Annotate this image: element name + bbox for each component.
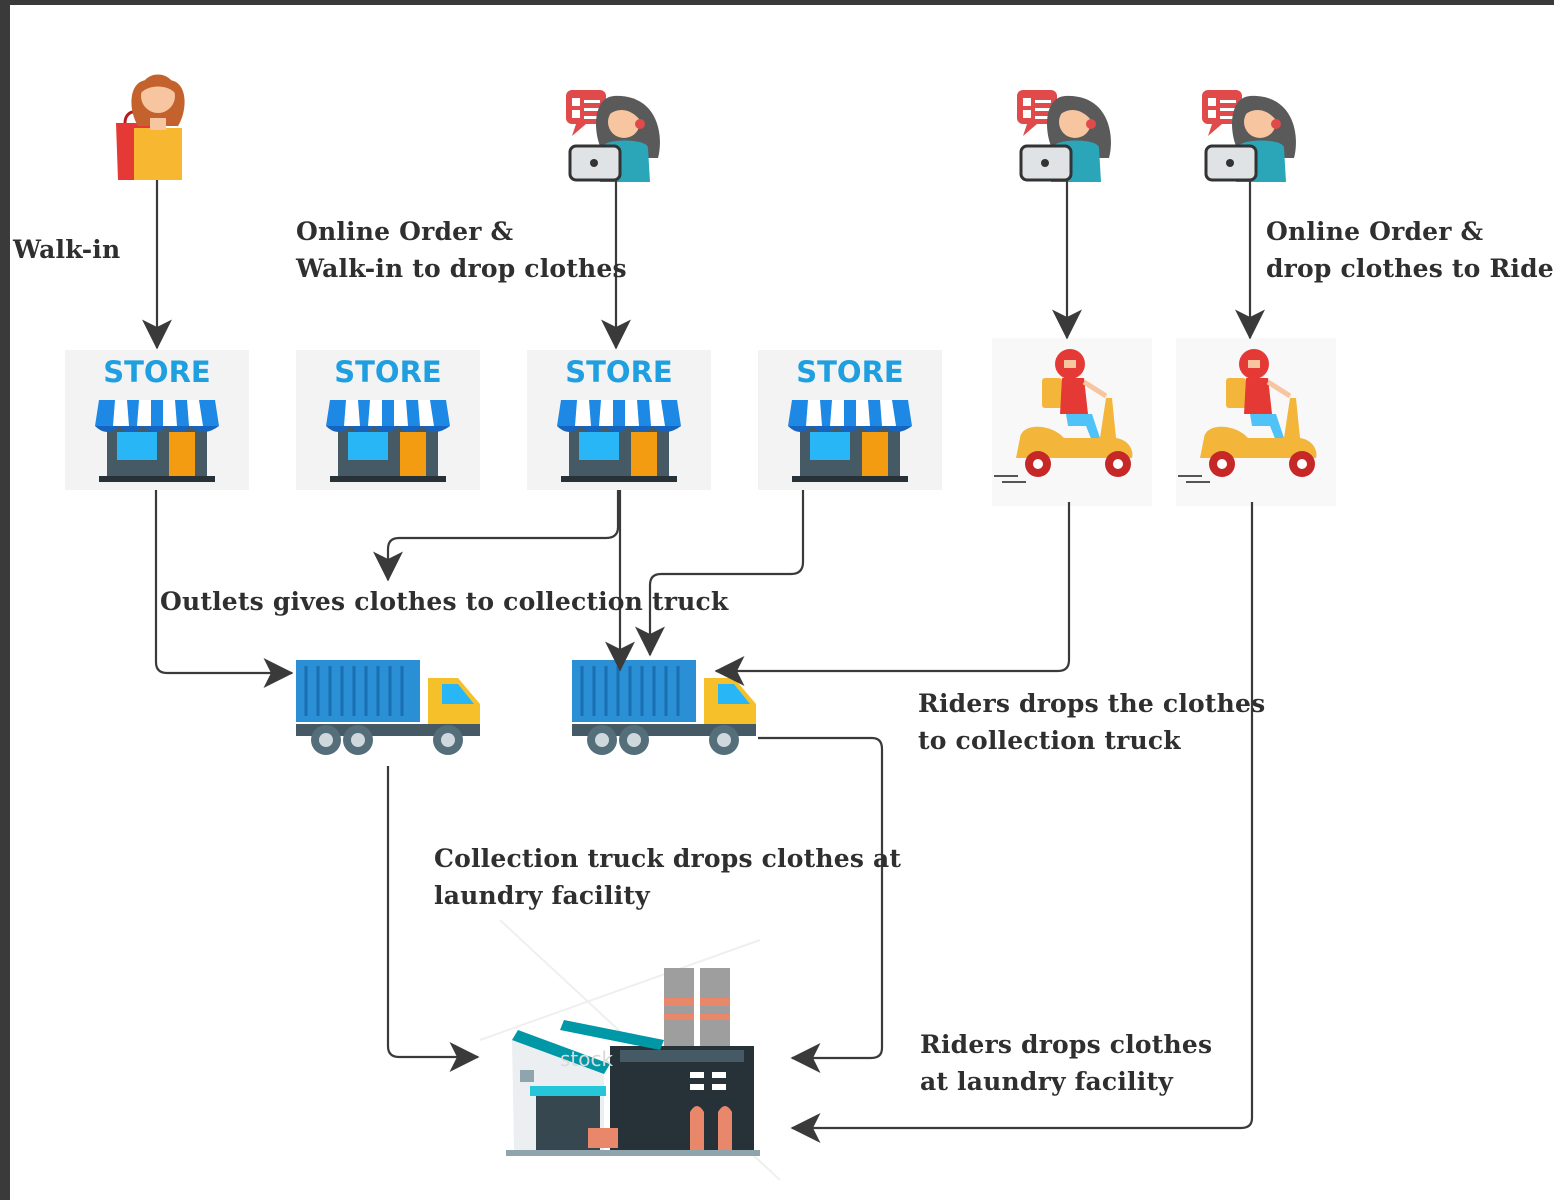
label-walk-in: Walk-in <box>13 235 121 264</box>
online-customer-icon <box>1015 88 1113 184</box>
laundry-facility-icon: stock <box>479 919 781 1181</box>
flow-diagram: STORE STORE STORE STORE <box>65 73 1554 1181</box>
arrow-truck2-to-facility <box>758 736 884 1073</box>
label-online-walk-in: Online Order & Walk-in to drop clothes <box>296 217 627 283</box>
store-sign: STORE <box>103 355 210 389</box>
label-collection-facility: Collection truck drops clothes at laundr… <box>434 844 902 910</box>
store-node: STORE <box>65 350 249 490</box>
arrow-store1-to-truck1 <box>154 490 294 688</box>
store-node: STORE <box>758 350 942 490</box>
collection-truck-icon <box>294 658 482 757</box>
arrow-store4-to-truck2 <box>635 490 805 657</box>
arrow-rider-to-facility <box>790 502 1254 1143</box>
scooter-rider-icon <box>992 338 1152 506</box>
store-sign: STORE <box>565 355 672 389</box>
online-customer-icon <box>1200 88 1298 184</box>
watermark: stock <box>560 1047 613 1071</box>
scooter-rider-icon <box>1176 338 1336 506</box>
label-riders-facility: Riders drops clothes at laundry facility <box>920 1030 1213 1096</box>
arrow-truck1-to-facility <box>386 766 480 1072</box>
diagram-canvas: STORE STORE STORE STORE <box>10 5 1554 1200</box>
label-outlets: Outlets gives clothes to collection truc… <box>160 587 729 616</box>
collection-truck-icon <box>570 658 758 757</box>
store-node: STORE <box>296 350 480 490</box>
shopper-icon <box>114 73 187 182</box>
label-riders-truck: Riders drops the clothes to collection t… <box>918 689 1266 755</box>
store-sign: STORE <box>334 355 441 389</box>
store-node: STORE <box>527 350 711 490</box>
store-sign: STORE <box>796 355 903 389</box>
label-online-riders: Online Order & drop clothes to Riders <box>1266 217 1554 283</box>
arrow-store3-to-truck1 <box>373 490 620 582</box>
online-customer-icon <box>564 88 662 184</box>
flow-arrows <box>142 180 1265 1143</box>
arrow-rider-to-truck2 <box>714 502 1071 686</box>
